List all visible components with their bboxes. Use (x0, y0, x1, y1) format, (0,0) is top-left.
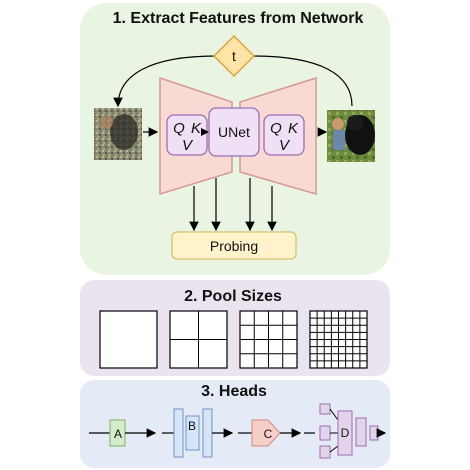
attention-v-left: V (182, 137, 194, 154)
section3-background (80, 380, 390, 468)
attention-q-left: Q (173, 120, 185, 137)
attention-v-right: V (279, 137, 291, 154)
head-b-label: B (188, 419, 196, 433)
pool-grid-2x2 (169, 310, 228, 369)
unet-box: UNet (208, 107, 260, 157)
head-b: B (162, 408, 234, 458)
attention-box-right: Q K V (263, 114, 305, 156)
attention-box-left: Q K V (166, 114, 208, 156)
attention-k-left: K (191, 120, 202, 137)
pool-grid-4x4 (239, 310, 298, 369)
timestep-arrow-left (113, 55, 217, 108)
probing-box: Probing (171, 231, 297, 260)
section2-title: 2. Pool Sizes (184, 288, 282, 305)
section-heads: 3. Heads A B C (80, 380, 390, 468)
head-a-label: A (114, 427, 122, 441)
noisy-dog-image (94, 108, 142, 160)
timestep-arrow-right (251, 55, 353, 107)
section-pool-sizes: 2. Pool Sizes (80, 280, 390, 376)
section1-title: 1. Extract Features from Network (113, 10, 364, 27)
section3-title: 3. Heads (201, 383, 267, 400)
timestep-label: t (232, 48, 236, 64)
attention-q-right: Q (270, 120, 282, 137)
section-extract-features: 1. Extract Features from Network t (80, 3, 390, 275)
timestep-diamond: t (212, 34, 256, 78)
head-d: D (304, 403, 387, 459)
attention-k-right: K (288, 120, 299, 137)
pool-grids (99, 310, 368, 369)
pool-grid-8x8 (309, 310, 368, 369)
pool-grid-1x1 (99, 310, 158, 369)
probing-label: Probing (210, 238, 258, 254)
clean-dog-image (327, 110, 375, 162)
head-a: A (89, 419, 157, 447)
head-c-label: C (264, 427, 273, 441)
head-c: C (238, 419, 302, 447)
head-d-label: D (341, 426, 350, 440)
unet-label: UNet (218, 124, 250, 140)
